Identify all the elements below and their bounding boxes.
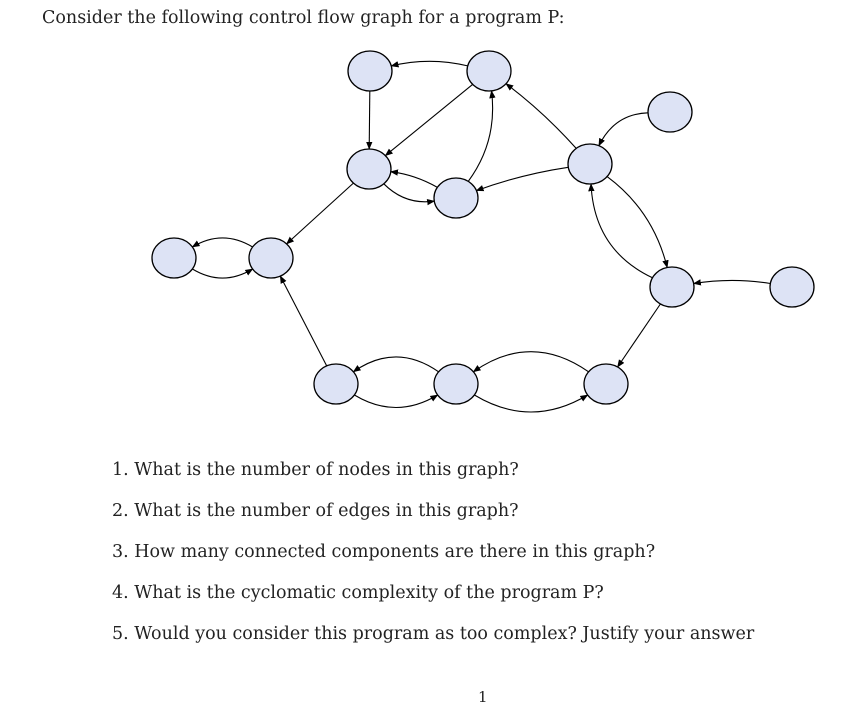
edge-n1-to-n4	[366, 90, 373, 150]
graph-node-n13	[583, 363, 629, 405]
graph-node-n1	[347, 50, 393, 92]
edge-n12-to-n13	[474, 394, 589, 413]
graph-node-n8	[248, 237, 294, 279]
graph-node-n11	[313, 363, 359, 405]
graph-node-n5	[433, 177, 479, 219]
edge-n6-to-n2	[505, 83, 577, 149]
intro-text: Consider the following control flow grap…	[42, 8, 565, 28]
graph-node-n7	[151, 237, 197, 279]
graph-node-n4	[346, 148, 392, 190]
edge-n5-to-n4	[390, 169, 438, 188]
edge-n4-to-n5	[383, 183, 436, 206]
edge-n4-to-n8	[286, 182, 354, 245]
graph-node-n9	[649, 266, 695, 308]
graph-node-n10	[769, 266, 815, 308]
edge-n12-to-n11	[352, 356, 439, 373]
edge-n9-to-n13	[617, 303, 661, 368]
edge-n8-to-n7	[191, 237, 253, 248]
edge-n9-to-n6	[588, 183, 653, 279]
question-4: 4. What is the cyclomatic complexity of …	[112, 583, 604, 603]
edge-n6-to-n9	[606, 176, 669, 269]
edge-n7-to-n8	[192, 268, 254, 279]
graph-node-n3	[647, 91, 693, 133]
edge-n13-to-n12	[472, 351, 589, 373]
question-1: 1. What is the number of nodes in this g…	[112, 460, 519, 480]
question-3: 3. How many connected components are the…	[112, 542, 656, 562]
graph-node-n2	[466, 50, 512, 92]
graph-node-n12	[433, 363, 479, 405]
question-5: 5. Would you consider this program as to…	[112, 624, 755, 644]
page-number: 1	[478, 688, 488, 706]
edge-n6-to-n5	[475, 166, 569, 192]
edge-n10-to-n9	[692, 279, 771, 286]
edge-n11-to-n12	[354, 394, 439, 409]
graph-node-n6	[567, 143, 613, 185]
edge-n2-to-n4	[384, 83, 473, 157]
edge-n2-to-n1	[390, 60, 468, 68]
question-list: 1. What is the number of nodes in this g…	[112, 458, 754, 663]
edge-n3-to-n6	[598, 112, 649, 147]
question-2: 2. What is the number of edges in this g…	[112, 501, 519, 521]
edge-n11-to-n8	[279, 275, 328, 367]
edge-n5-to-n2	[467, 90, 496, 182]
